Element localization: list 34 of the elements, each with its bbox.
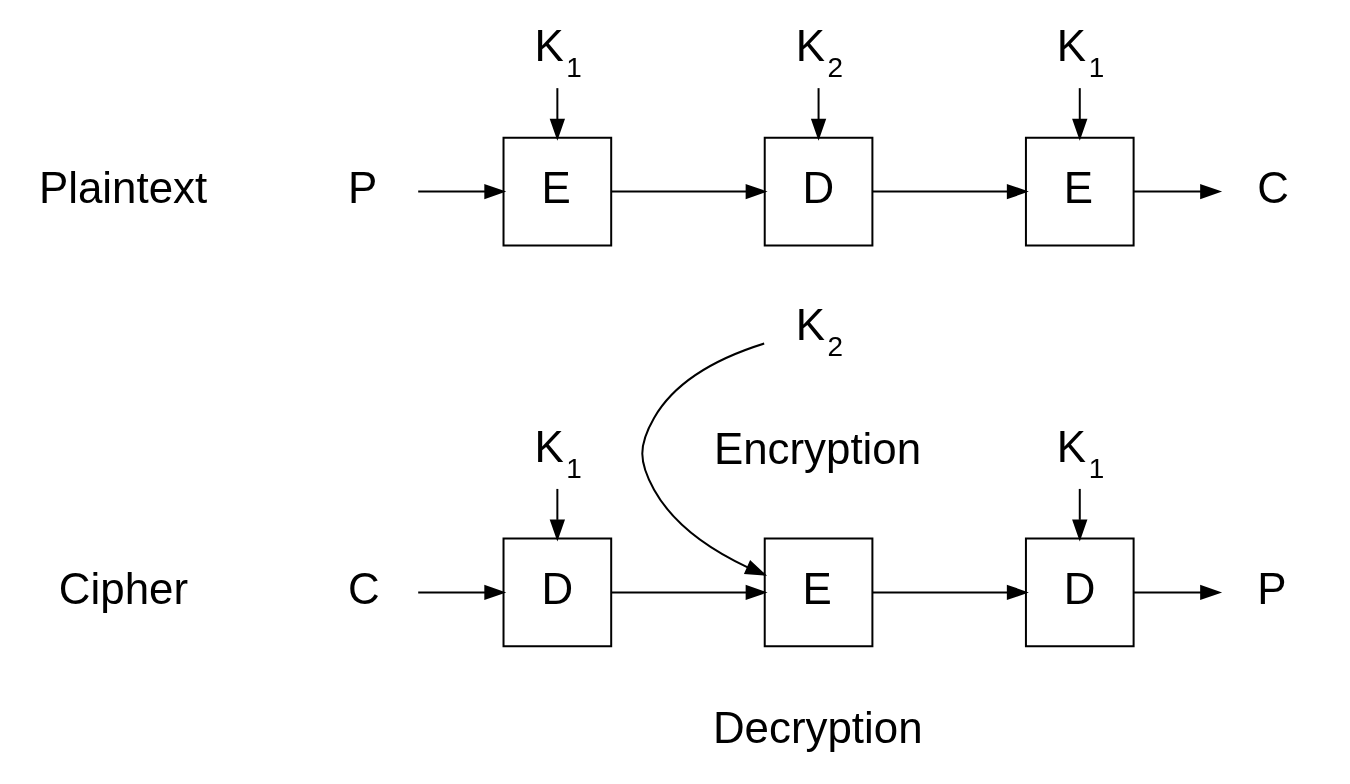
arrow xyxy=(417,584,507,601)
arrow xyxy=(871,584,1029,601)
node-text: K$_{2}$ xyxy=(795,21,844,83)
node-box: D xyxy=(502,537,613,648)
arrow xyxy=(641,342,768,576)
node-box: D xyxy=(1024,537,1135,648)
arrow xyxy=(549,87,566,141)
arrow xyxy=(610,183,768,200)
label: Decryption xyxy=(712,703,923,753)
arrow xyxy=(1133,584,1223,601)
node-text: K$_{1}$ xyxy=(1056,421,1105,484)
arrow xyxy=(549,487,566,542)
node-text: C xyxy=(347,563,380,613)
node-text: K$_{1}$ xyxy=(534,421,582,484)
arrow xyxy=(871,183,1029,200)
arrow xyxy=(810,87,827,141)
arrow xyxy=(610,584,768,601)
node-box: E xyxy=(763,537,874,648)
node-text: K$_{2}$ xyxy=(795,300,844,362)
node-text: P xyxy=(347,162,378,212)
label: Encryption xyxy=(713,423,922,473)
node-box: E xyxy=(1024,136,1135,247)
node-text: K$_{1}$ xyxy=(534,21,582,83)
arrow xyxy=(1072,87,1088,141)
label: Cipher xyxy=(58,563,189,613)
label: Plaintext xyxy=(38,162,208,212)
arrow xyxy=(1072,487,1088,542)
arrow xyxy=(1133,183,1223,200)
node-text: K$_{1}$ xyxy=(1056,21,1105,83)
node-box: D xyxy=(763,136,874,247)
arrow xyxy=(417,183,507,200)
node-box: E xyxy=(502,136,613,247)
node-text: P xyxy=(1257,563,1287,613)
node-text: C xyxy=(1257,162,1289,212)
